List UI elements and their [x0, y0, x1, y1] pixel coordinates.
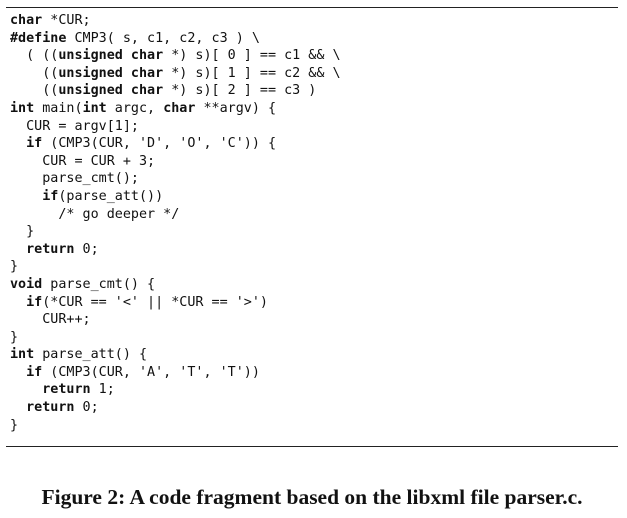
code-listing: char *CUR;#define CMP3( s, c1, c2, c3 ) …: [10, 12, 341, 434]
code-line: if (CMP3(CUR, 'D', 'O', 'C')) {: [10, 135, 341, 153]
code-text: CUR++;: [10, 312, 91, 328]
code-line: CUR = CUR + 3;: [10, 153, 341, 171]
code-line: if(parse_att()): [10, 188, 341, 206]
code-line: }: [10, 223, 341, 241]
code-text: 0;: [74, 400, 99, 416]
code-text: }: [10, 417, 19, 433]
code-text: parse_cmt() {: [42, 276, 156, 292]
code-line: int parse_att() {: [10, 346, 341, 364]
code-text: [10, 365, 26, 380]
code-text: *) s)[ 0 ] == c1 && \: [163, 48, 341, 64]
code-text: [10, 382, 42, 397]
code-line: CUR = argv[1];: [10, 118, 341, 136]
code-line: char *CUR;: [10, 12, 341, 30]
code-line: #define CMP3( s, c1, c2, c3 ) \: [10, 30, 341, 48]
code-text: 1;: [90, 382, 115, 398]
code-keyword: unsigned char: [58, 48, 164, 64]
code-text: 0;: [74, 241, 99, 257]
code-text: [10, 295, 26, 310]
code-keyword: char: [10, 13, 43, 28]
code-text: main(: [34, 100, 83, 116]
code-text: [10, 136, 26, 151]
code-line: }: [10, 417, 341, 435]
code-line: ((unsigned char *) s)[ 2 ] == c3 ): [10, 82, 341, 100]
code-keyword: int: [10, 100, 35, 116]
code-text: (CMP3(CUR, 'A', 'T', 'T')): [42, 364, 260, 380]
code-text: [10, 189, 42, 204]
code-text: *CUR;: [42, 13, 91, 28]
code-keyword: char: [163, 100, 196, 116]
code-keyword: if: [26, 294, 43, 310]
code-text: CUR = CUR + 3;: [10, 153, 156, 169]
code-keyword: unsigned char: [58, 83, 164, 99]
code-line: void parse_cmt() {: [10, 276, 341, 294]
code-keyword: int: [10, 347, 35, 363]
code-text: }: [10, 329, 19, 345]
code-text: **argv) {: [195, 100, 277, 116]
code-text: /* go deeper */: [10, 206, 180, 222]
code-text: *) s)[ 1 ] == c2 && \: [163, 65, 341, 81]
code-line: return 0;: [10, 241, 341, 259]
figure-caption: Figure 2: A code fragment based on the l…: [41, 485, 583, 509]
code-line: ((unsigned char *) s)[ 1 ] == c2 && \: [10, 65, 341, 83]
code-text: *) s)[ 2 ] == c3 ): [163, 83, 317, 99]
code-text: parse_att() {: [34, 347, 148, 363]
code-keyword: return: [42, 382, 91, 398]
code-line: return 1;: [10, 381, 341, 399]
code-text: (parse_att()): [58, 188, 164, 204]
code-line: }: [10, 258, 341, 276]
code-keyword: if: [26, 136, 43, 152]
code-keyword: #define: [10, 30, 67, 46]
code-text: ((: [10, 65, 59, 81]
code-text: parse_cmt();: [10, 171, 139, 187]
code-line: if(*CUR == '<' || *CUR == '>'): [10, 294, 341, 312]
code-line: if (CMP3(CUR, 'A', 'T', 'T')): [10, 364, 341, 382]
code-text: ( ((: [10, 48, 59, 64]
code-text: }: [10, 224, 35, 240]
code-line: CUR++;: [10, 311, 341, 329]
bottom-rule: [6, 446, 618, 447]
code-keyword: return: [26, 241, 75, 257]
code-line: parse_cmt();: [10, 170, 341, 188]
code-text: [10, 400, 26, 415]
code-keyword: if: [26, 364, 43, 380]
code-keyword: if: [42, 188, 59, 204]
code-line: int main(int argc, char **argv) {: [10, 100, 341, 118]
code-line: ( ((unsigned char *) s)[ 0 ] == c1 && \: [10, 47, 341, 65]
code-text: CUR = argv[1];: [10, 118, 139, 134]
code-text: [10, 242, 26, 257]
code-line: /* go deeper */: [10, 206, 341, 224]
code-text: (CMP3(CUR, 'D', 'O', 'C')) {: [42, 136, 277, 152]
code-keyword: int: [82, 100, 107, 116]
code-keyword: void: [10, 276, 43, 292]
code-keyword: return: [26, 400, 75, 416]
code-text: CMP3( s, c1, c2, c3 ) \: [66, 30, 260, 46]
code-text: argc,: [106, 100, 164, 116]
code-text: (*CUR == '<' || *CUR == '>'): [42, 294, 268, 310]
code-text: ((: [10, 83, 59, 99]
code-line: }: [10, 329, 341, 347]
code-line: return 0;: [10, 399, 341, 417]
code-text: }: [10, 259, 19, 275]
top-rule: [6, 7, 618, 8]
code-keyword: unsigned char: [58, 65, 164, 81]
